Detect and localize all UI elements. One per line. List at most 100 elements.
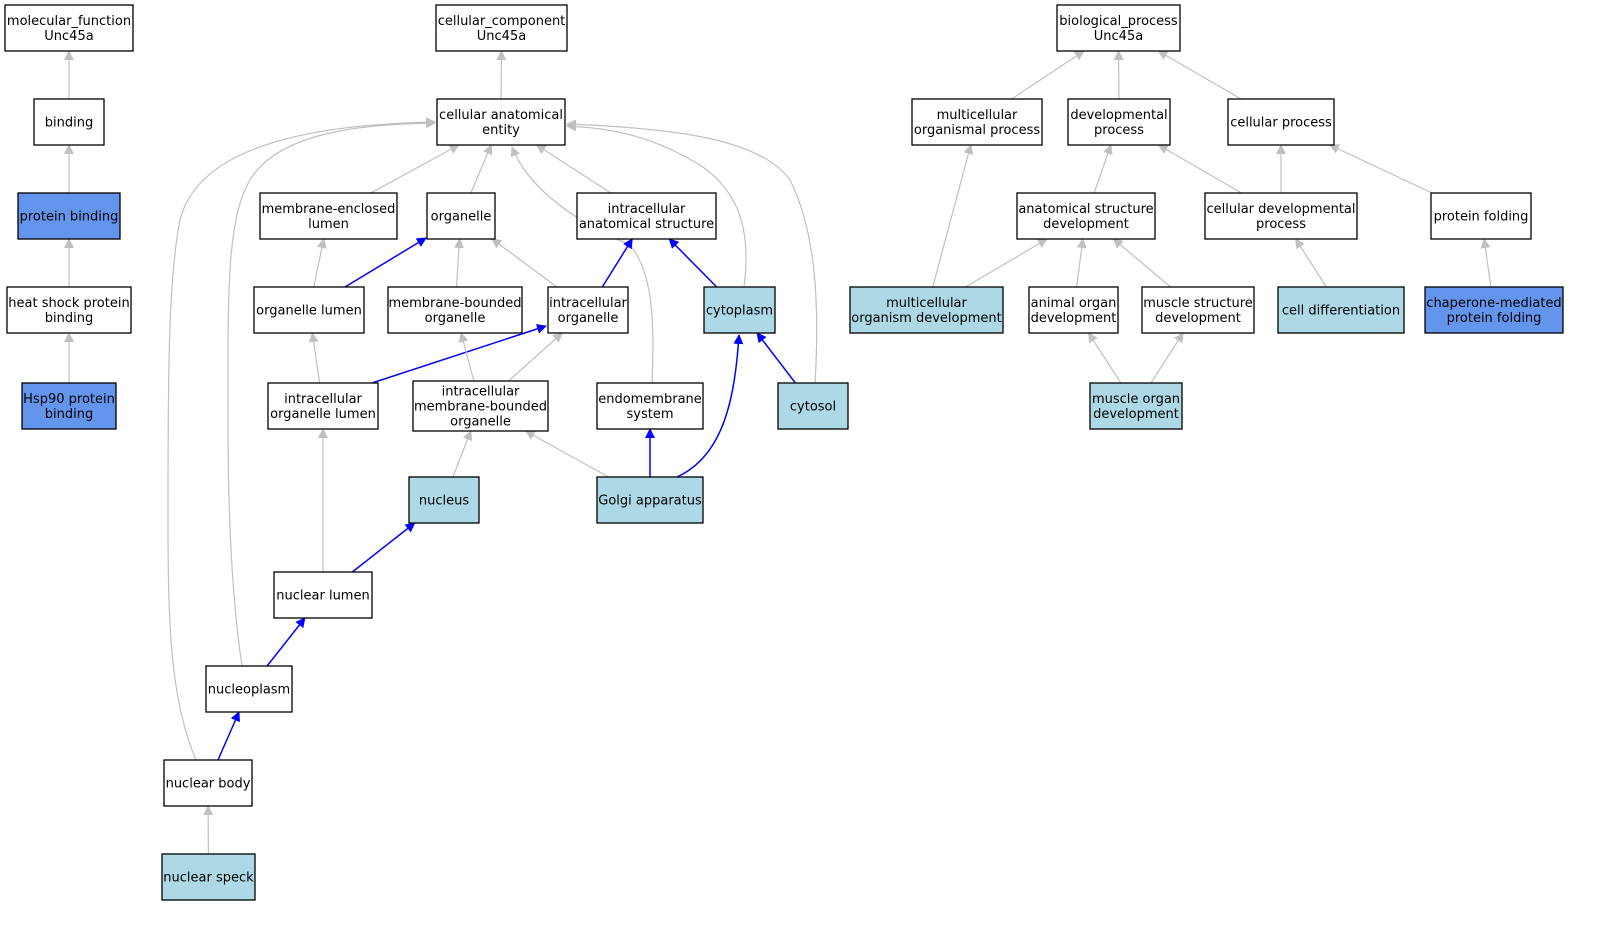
node-box xyxy=(267,382,379,430)
edge-intracellular-membrane-bounded-organelle-to-membrane-bounded-organelle xyxy=(458,332,475,382)
node-label-line: development xyxy=(1043,217,1129,232)
edge-cytoplasm-to-cellular-anatomical-entity xyxy=(566,121,747,288)
node-box xyxy=(21,382,117,430)
node-label-line: Unc45a xyxy=(44,29,93,44)
node-box xyxy=(1028,286,1119,334)
node-binding[interactable]: binding xyxy=(33,98,105,146)
node-organelle[interactable]: organelle xyxy=(426,192,496,240)
edges-layer xyxy=(64,50,1492,855)
node-label-line: organism development xyxy=(851,311,1001,326)
node-box xyxy=(576,192,717,240)
node-nucleus[interactable]: nucleus xyxy=(408,476,480,524)
node-cell-differentiation[interactable]: cell differentiation xyxy=(1277,286,1405,334)
node-cellular-process[interactable]: cellular process xyxy=(1227,98,1335,146)
edge-anatomical-structure-development-to-developmental-process xyxy=(1093,144,1113,194)
node-label-line: binding xyxy=(45,407,93,422)
edge-endomembrane-system-to-cellular-anatomical-entity xyxy=(510,146,654,384)
node-label-line: system xyxy=(627,407,674,422)
node-label-line: endomembrane xyxy=(598,392,702,407)
node-box xyxy=(1227,98,1335,146)
edge-organelle-to-cellular-anatomical-entity xyxy=(470,144,493,194)
edge-multicellular-organism-development-to-multicellular-organismal-process xyxy=(932,144,974,288)
node-label-line: multicellular xyxy=(937,108,1018,123)
node-label-line: process xyxy=(1256,217,1306,232)
edge-cellular-process-to-bp-root xyxy=(1157,50,1242,100)
node-protein-folding[interactable]: protein folding xyxy=(1430,192,1532,240)
node-label-line: intracellular xyxy=(549,296,627,311)
node-organelle-lumen[interactable]: organelle lumen xyxy=(253,286,365,334)
edge-muscle-organ-development-to-animal-organ-development xyxy=(1087,332,1122,384)
node-box xyxy=(849,286,1004,334)
node-label-line: heat shock protein xyxy=(8,296,129,311)
node-label-line: muscle organ xyxy=(1092,392,1180,407)
edge-cytoplasm-to-intracellular-anatomical-structure xyxy=(668,238,718,288)
node-golgi-apparatus[interactable]: Golgi apparatus xyxy=(596,476,704,524)
edge-golgi-apparatus-to-intracellular-membrane-bounded-organelle xyxy=(524,430,609,478)
edge-intracellular-organelle-to-organelle xyxy=(491,238,558,288)
node-cytoplasm[interactable]: cytoplasm xyxy=(703,286,776,334)
node-nuclear-lumen[interactable]: nuclear lumen xyxy=(273,571,373,619)
node-cytosol[interactable]: cytosol xyxy=(777,382,849,430)
node-nucleoplasm[interactable]: nucleoplasm xyxy=(205,665,293,713)
edge-golgi-apparatus-to-cytoplasm xyxy=(676,334,744,478)
node-box xyxy=(259,192,398,240)
node-label-line: anatomical structure xyxy=(1018,202,1153,217)
node-label-line: process xyxy=(1094,123,1144,138)
node-box xyxy=(435,4,568,52)
node-label-line: nucleoplasm xyxy=(208,683,290,698)
node-label-line: membrane-bounded xyxy=(388,296,521,311)
node-label-line: nuclear body xyxy=(166,777,251,792)
edge-intracellular-organelle-lumen-to-intracellular-organelle xyxy=(371,324,547,384)
node-box xyxy=(596,382,704,430)
node-box xyxy=(1067,98,1171,146)
edge-nucleoplasm-to-nuclear-lumen xyxy=(266,617,306,667)
node-label-line: nucleus xyxy=(419,494,469,509)
node-label-line: nuclear lumen xyxy=(276,589,369,604)
node-box xyxy=(387,286,523,334)
node-box xyxy=(33,98,105,146)
node-box xyxy=(911,98,1043,146)
node-box xyxy=(6,286,132,334)
node-label-line: lumen xyxy=(308,217,349,232)
node-nuclear-body[interactable]: nuclear body xyxy=(163,759,253,807)
node-label-line: molecular_function xyxy=(7,14,131,29)
edge-protein-folding-to-cellular-process xyxy=(1328,144,1433,194)
node-label-line: multicellular xyxy=(886,296,967,311)
node-label-line: intracellular xyxy=(442,385,520,400)
node-label-line: protein folding xyxy=(1434,210,1529,225)
node-label-line: binding xyxy=(45,116,93,131)
node-box xyxy=(1204,192,1358,240)
node-label-line: cytoplasm xyxy=(706,304,773,319)
node-box xyxy=(412,380,549,432)
edge-multicellular-organism-development-to-anatomical-structure-development xyxy=(965,238,1048,288)
node-nuclear-speck[interactable]: nuclear speck xyxy=(161,853,256,901)
edge-muscle-structure-development-to-anatomical-structure-development xyxy=(1112,238,1171,288)
node-protein-binding[interactable]: protein binding xyxy=(17,192,121,240)
edge-nuclear-body-to-cellular-anatomical-entity xyxy=(167,117,436,761)
edge-animal-organ-development-to-anatomical-structure-development xyxy=(1076,238,1087,288)
